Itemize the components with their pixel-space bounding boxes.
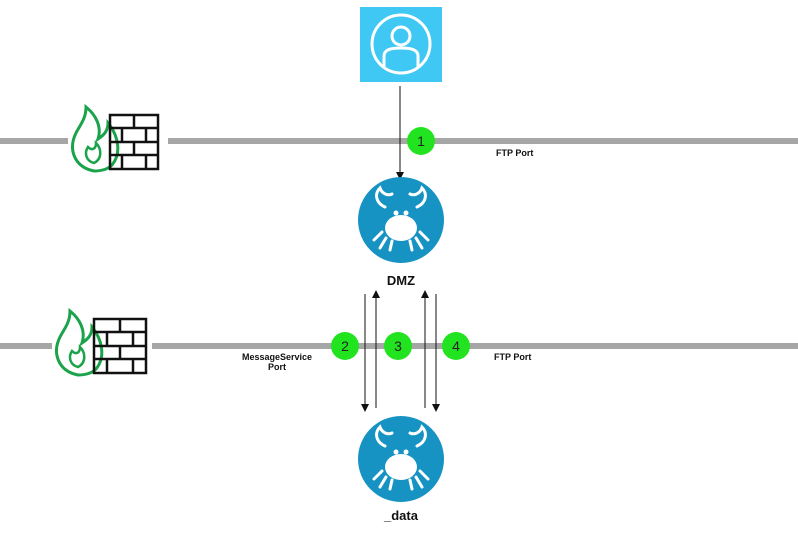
step-2-badge: 2 (331, 332, 359, 360)
data-label: _data (384, 508, 418, 523)
dmz-node[interactable] (358, 177, 444, 263)
message-service-port-line2: Port (268, 362, 286, 372)
data-node[interactable] (358, 416, 444, 502)
dmz-label: DMZ (386, 273, 416, 288)
top-ftp-port-label: FTP Port (496, 148, 534, 158)
firewall-icon (68, 97, 168, 177)
user-icon (370, 13, 432, 75)
step-4-badge: 4 (442, 332, 470, 360)
message-service-port-line1: MessageService (241, 352, 313, 362)
firewall-icon (52, 301, 152, 381)
bottom-ftp-port-label: FTP Port (494, 352, 532, 362)
user-node[interactable] (360, 7, 442, 82)
step-1-badge: 1 (407, 127, 435, 155)
message-service-port-label: MessageService Port (234, 352, 320, 372)
step-3-badge: 3 (384, 332, 412, 360)
